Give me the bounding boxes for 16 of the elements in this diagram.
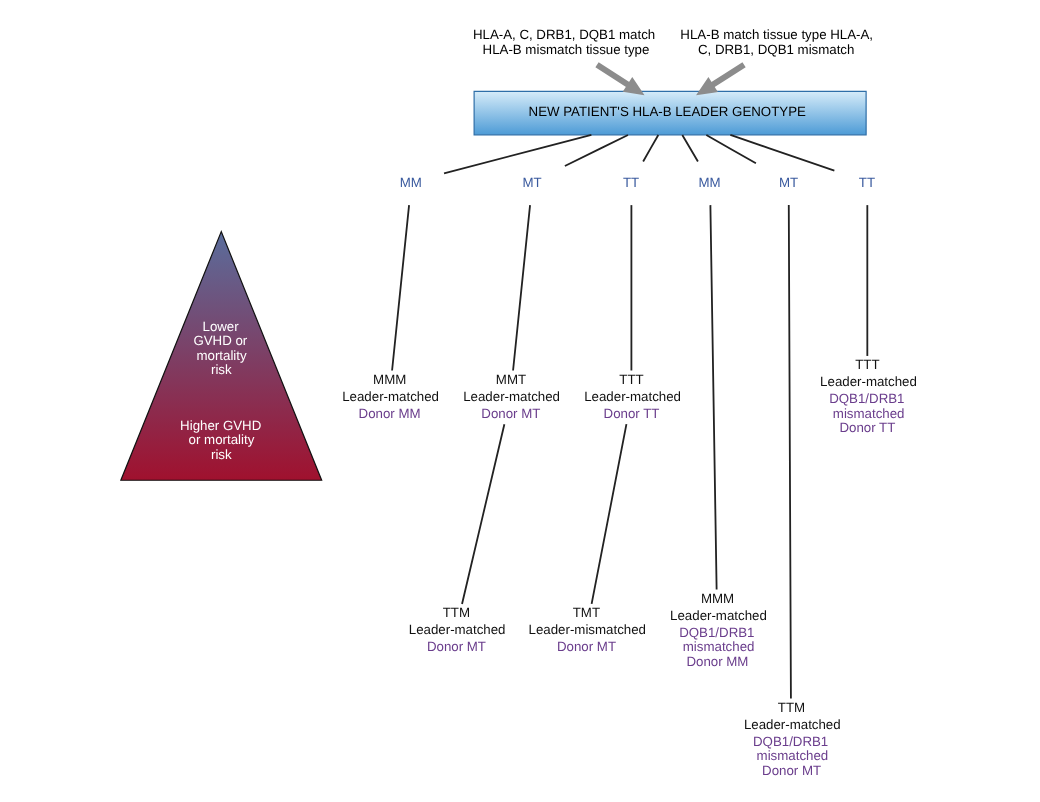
connector — [629, 204, 632, 372]
connector — [865, 204, 868, 357]
connector — [589, 423, 627, 605]
connector — [728, 134, 835, 172]
connector — [562, 134, 628, 167]
connector — [390, 204, 409, 372]
connector — [460, 423, 505, 605]
connector — [442, 133, 592, 175]
connector — [680, 134, 698, 163]
connector — [786, 204, 791, 700]
connector — [641, 134, 659, 163]
arrow — [594, 62, 644, 96]
connector — [708, 204, 717, 591]
arrow — [695, 62, 745, 96]
connector — [704, 134, 756, 165]
connector — [511, 204, 530, 372]
